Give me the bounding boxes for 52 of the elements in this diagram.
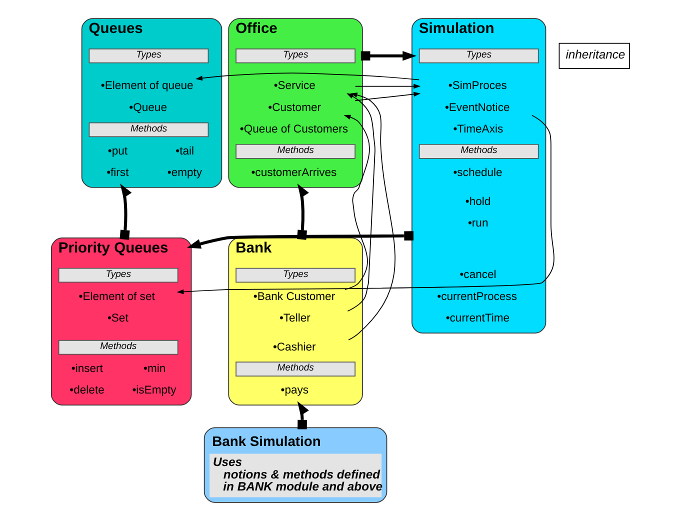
- node-text: •empty: [166, 167, 202, 180]
- node-text: •schedule: [452, 167, 502, 180]
- node-text: •Set: [106, 312, 128, 325]
- node-text: •EventNotice: [444, 102, 510, 114]
- node-box: Types: [235, 48, 355, 64]
- node-box: Methods: [235, 362, 355, 376]
- node-box: Types: [88, 48, 208, 64]
- arrow: [195, 72, 420, 81]
- node-text: •Queue of Customers: [239, 124, 348, 136]
- node-box: Types: [58, 268, 178, 283]
- node-box: Methods: [418, 144, 538, 159]
- node-text: •customerArrives: [250, 167, 336, 180]
- node-box: Methods: [58, 340, 178, 355]
- node-text: •Element of queue: [100, 80, 193, 92]
- node-text: •run: [467, 218, 488, 230]
- node-text: •currentProcess: [436, 290, 516, 303]
- arrow: [354, 84, 420, 89]
- node-box: Types: [418, 48, 538, 64]
- arrow: [348, 92, 395, 340]
- node-text: •min: [143, 363, 166, 376]
- node-text: •delete: [69, 384, 104, 397]
- legend-label: inheritance: [565, 48, 625, 62]
- arrow: [296, 401, 308, 430]
- node-text: •pays: [280, 384, 308, 397]
- arrow: [296, 184, 308, 240]
- node-text: •SimProces: [448, 80, 506, 92]
- node-text: •TimeAxis: [452, 124, 503, 136]
- node-text: •Teller: [278, 312, 310, 325]
- arrow: [360, 51, 416, 61]
- arrow: [186, 231, 414, 249]
- node-text: •put: [107, 145, 128, 158]
- node-box: Types: [235, 268, 355, 283]
- node-text: •Queue: [128, 102, 167, 114]
- arrow: [176, 114, 554, 294]
- node-text: •currentTime: [445, 312, 510, 325]
- node-text: •hold: [464, 196, 490, 208]
- node-text: •tail: [175, 145, 194, 158]
- node-text: •cancel: [459, 269, 496, 282]
- arrow: [343, 114, 370, 290]
- node-text: •first: [106, 167, 128, 180]
- node-text: •Customer: [268, 102, 321, 114]
- node-text: •isEmpty: [132, 384, 176, 397]
- arrow: [119, 184, 132, 240]
- node-text: •Cashier: [272, 341, 316, 354]
- node-box: Methods: [88, 122, 208, 138]
- node-text: •Element of set: [78, 290, 154, 303]
- node-text: •Service: [273, 80, 315, 92]
- node-text: •insert: [70, 363, 102, 376]
- node-box: Bank Simulation Uses notions & methods defined in BANK module and above: [203, 427, 387, 503]
- node-text: •Bank Customer: [252, 290, 335, 303]
- arrow: [354, 92, 420, 102]
- node-box: Methods: [235, 144, 355, 159]
